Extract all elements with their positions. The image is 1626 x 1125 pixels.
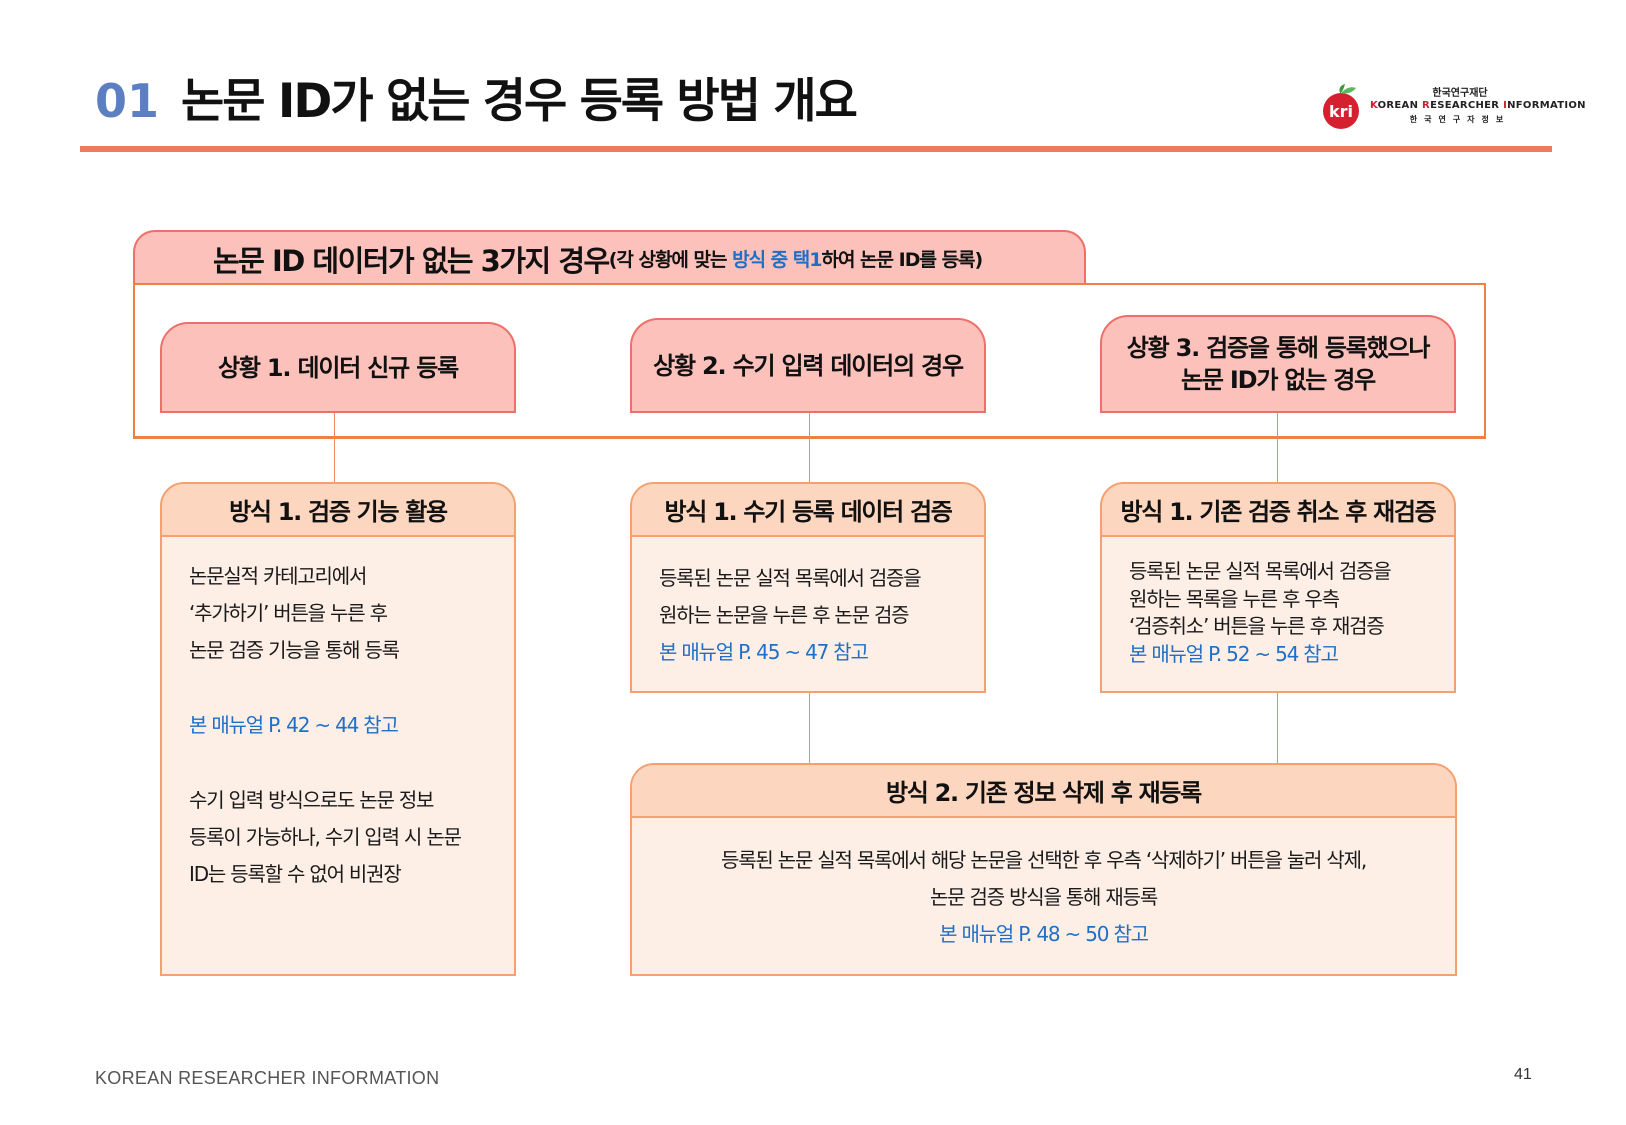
method-4-title: 방식 2. 기존 정보 삭제 후 재등록 — [632, 765, 1455, 818]
page-title: 논문 ID가 없는 경우 등록 방법 개요 — [181, 74, 858, 129]
method-1-line: 논문실적 카테고리에서 — [189, 564, 367, 588]
footer-org-name: KOREAN RESEARCHER INFORMATION — [95, 1068, 440, 1088]
method-4-body: 등록된 논문 실적 목록에서 해당 논문을 선택한 후 우측 ‘삭제하기’ 버튼… — [632, 842, 1455, 953]
situation-2: 상황 2. 수기 입력 데이터의 경우 — [630, 318, 986, 413]
method-1-title: 방식 1. 검증 기능 활용 — [162, 484, 514, 537]
logo-org-korean: 한국연구재단 — [1432, 88, 1488, 99]
method-4-line: 논문 검증 방식을 통해 재등록 — [929, 885, 1158, 909]
connector-line — [1277, 413, 1278, 483]
method-card-3: 방식 1. 기존 검증 취소 후 재검증 등록된 논문 실적 목록에서 검증을 … — [1100, 482, 1456, 693]
method-3-body: 등록된 논문 실적 목록에서 검증을 원하는 목록을 누른 후 우측 ‘검증취소… — [1129, 558, 1392, 668]
method-1-note: 수기 입력 방식으로도 논문 정보 — [189, 788, 434, 812]
method-1-line: ‘추가하기’ 버튼을 누른 후 — [189, 601, 388, 625]
page-title-block: 01 논문 ID가 없는 경우 등록 방법 개요 — [95, 62, 858, 131]
situation-1-label: 상황 1. 데이터 신규 등록 — [218, 353, 459, 382]
method-2-reference: 본 매뉴얼 P. 45 ~ 47 참고 — [659, 640, 869, 664]
connector-line — [334, 413, 335, 483]
logo-org-english: KOREAN RESEARCHER INFORMATION — [1370, 100, 1586, 111]
title-divider — [80, 146, 1552, 152]
method-3-reference: 본 매뉴얼 P. 52 ~ 54 참고 — [1129, 641, 1339, 666]
method-card-1: 방식 1. 검증 기능 활용 논문실적 카테고리에서 ‘추가하기’ 버튼을 누른… — [160, 482, 516, 976]
method-2-body: 등록된 논문 실적 목록에서 검증을 원하는 논문을 누른 후 논문 검증 본 … — [659, 560, 922, 671]
overview-header: 논문 ID 데이터가 없는 3가지 경우 (각 상황에 맞는 방식 중 택1하여… — [133, 230, 1086, 285]
apple-logo-icon: kri — [1323, 84, 1359, 129]
method-1-note: 등록이 가능하나, 수기 입력 시 논문 — [189, 825, 462, 849]
method-1-note: ID는 등록할 수 없어 비권장 — [189, 862, 402, 886]
method-3-line: 원하는 목록을 누른 후 우측 — [1129, 586, 1340, 611]
kri-logo: kri 한국연구재단 KOREAN RESEARCHER INFORMATION… — [1318, 80, 1586, 130]
connector-line — [809, 413, 810, 483]
method-card-4: 방식 2. 기존 정보 삭제 후 재등록 등록된 논문 실적 목록에서 해당 논… — [630, 763, 1457, 976]
method-2-line: 등록된 논문 실적 목록에서 검증을 — [659, 566, 922, 590]
logo-mark-text: kri — [1329, 102, 1353, 121]
method-1-body: 논문실적 카테고리에서 ‘추가하기’ 버튼을 누른 후 논문 검증 기능을 통해… — [189, 558, 462, 893]
method-2-line: 원하는 논문을 누른 후 논문 검증 — [659, 603, 910, 627]
method-1-line: 논문 검증 기능을 통해 등록 — [189, 638, 400, 662]
overview-title: 논문 ID 데이터가 없는 3가지 경우 — [213, 243, 610, 278]
situation-2-label: 상황 2. 수기 입력 데이터의 경우 — [653, 351, 964, 380]
method-2-title: 방식 1. 수기 등록 데이터 검증 — [632, 484, 984, 537]
method-1-reference: 본 매뉴얼 P. 42 ~ 44 참고 — [189, 713, 399, 737]
connector-line — [809, 693, 810, 763]
method-card-2: 방식 1. 수기 등록 데이터 검증 등록된 논문 실적 목록에서 검증을 원하… — [630, 482, 986, 693]
page-number: 41 — [1514, 1066, 1532, 1083]
section-number: 01 — [95, 74, 160, 128]
method-3-title: 방식 1. 기존 검증 취소 후 재검증 — [1102, 484, 1454, 537]
connector-line — [1277, 693, 1278, 763]
method-4-line: 등록된 논문 실적 목록에서 해당 논문을 선택한 후 우측 ‘삭제하기’ 버튼… — [721, 848, 1367, 872]
method-3-line: 등록된 논문 실적 목록에서 검증을 — [1129, 559, 1392, 583]
situation-1: 상황 1. 데이터 신규 등록 — [160, 322, 516, 413]
logo-org-korean-spaced: 한국연구자정보 — [1409, 115, 1511, 124]
method-4-reference: 본 매뉴얼 P. 48 ~ 50 참고 — [939, 922, 1149, 946]
overview-subtitle: (각 상황에 맞는 방식 중 택1하여 논문 ID를 등록) — [608, 249, 984, 271]
method-3-line: ‘검증취소’ 버튼을 누른 후 재검증 — [1129, 614, 1385, 638]
